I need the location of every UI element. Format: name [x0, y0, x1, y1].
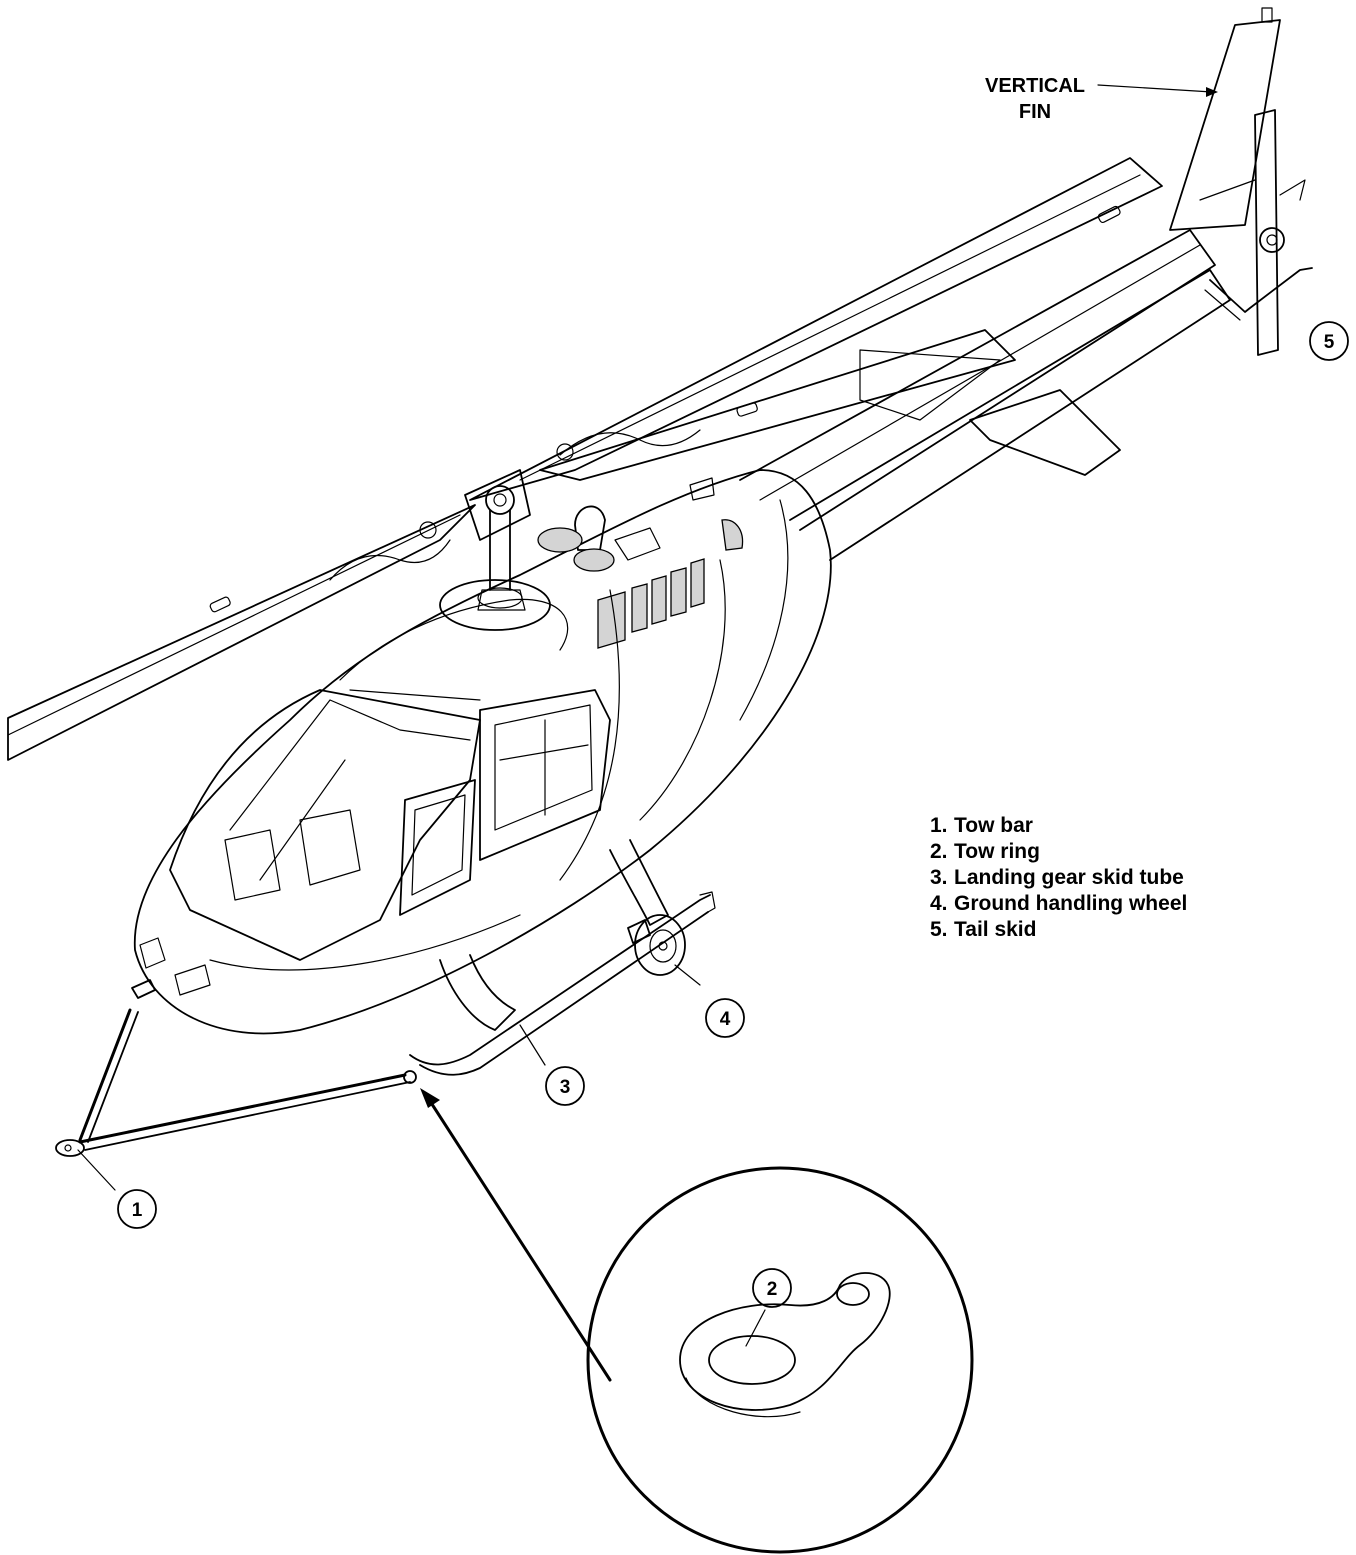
legend-item: 2. Tow ring	[930, 839, 1187, 865]
vertical-fin-label: VERTICAL FIN	[985, 75, 1085, 123]
callout-1: 1	[117, 1189, 157, 1229]
svg-text:FIN: FIN	[1019, 101, 1051, 123]
legend-item: 4. Ground handling wheel	[930, 891, 1187, 917]
svg-text:1: 1	[132, 1200, 143, 1221]
vertical-fin	[1169, 7, 1281, 231]
tow-ring-detail-circle	[586, 1166, 974, 1554]
svg-text:5: 5	[1324, 332, 1335, 353]
legend-text: Tow ring	[954, 840, 1040, 863]
legend-number: 2.	[930, 840, 948, 863]
landing-gear	[409, 839, 716, 1076]
tail-rotor	[1254, 109, 1306, 356]
callout-5: 5	[1309, 321, 1349, 361]
parts-legend: 1. Tow bar 2. Tow ring 3. Landing gear skid…	[930, 813, 1187, 943]
legend-number: 5.	[930, 918, 948, 941]
legend-item: 1. Tow bar	[930, 813, 1187, 839]
svg-text:4: 4	[720, 1009, 731, 1030]
tow-bar	[55, 1008, 417, 1191]
legend-item: 5. Tail skid	[930, 917, 1187, 943]
legend-number: 1.	[930, 814, 948, 837]
svg-text:2: 2	[767, 1279, 778, 1300]
tow-ring	[679, 1272, 891, 1418]
vertical-fin-pointer	[1097, 84, 1218, 97]
legend-text: Ground handling wheel	[954, 892, 1188, 915]
tail-boom	[739, 229, 1231, 561]
landing-gear-skid-tube	[519, 1024, 546, 1066]
callout-2: 2	[752, 1268, 792, 1308]
ground-handling-wheel	[627, 914, 701, 986]
svg-text:VERTICAL: VERTICAL	[985, 75, 1085, 97]
callout-3: 3	[545, 1066, 585, 1106]
svg-text:3: 3	[560, 1077, 571, 1098]
tail-skid	[1204, 267, 1313, 321]
callout-4: 4	[705, 998, 745, 1038]
main-rotor-blades	[7, 157, 1163, 761]
legend-number: 3.	[930, 866, 948, 889]
legend-text: Landing gear skid tube	[954, 866, 1184, 889]
legend-number: 4.	[930, 892, 948, 915]
legend-item: 3. Landing gear skid tube	[930, 865, 1187, 891]
legend-text: Tail skid	[954, 918, 1037, 941]
detail-pointer-arrow	[420, 1088, 612, 1382]
legend-text: Tow bar	[954, 814, 1033, 837]
fuselage	[131, 469, 832, 1035]
